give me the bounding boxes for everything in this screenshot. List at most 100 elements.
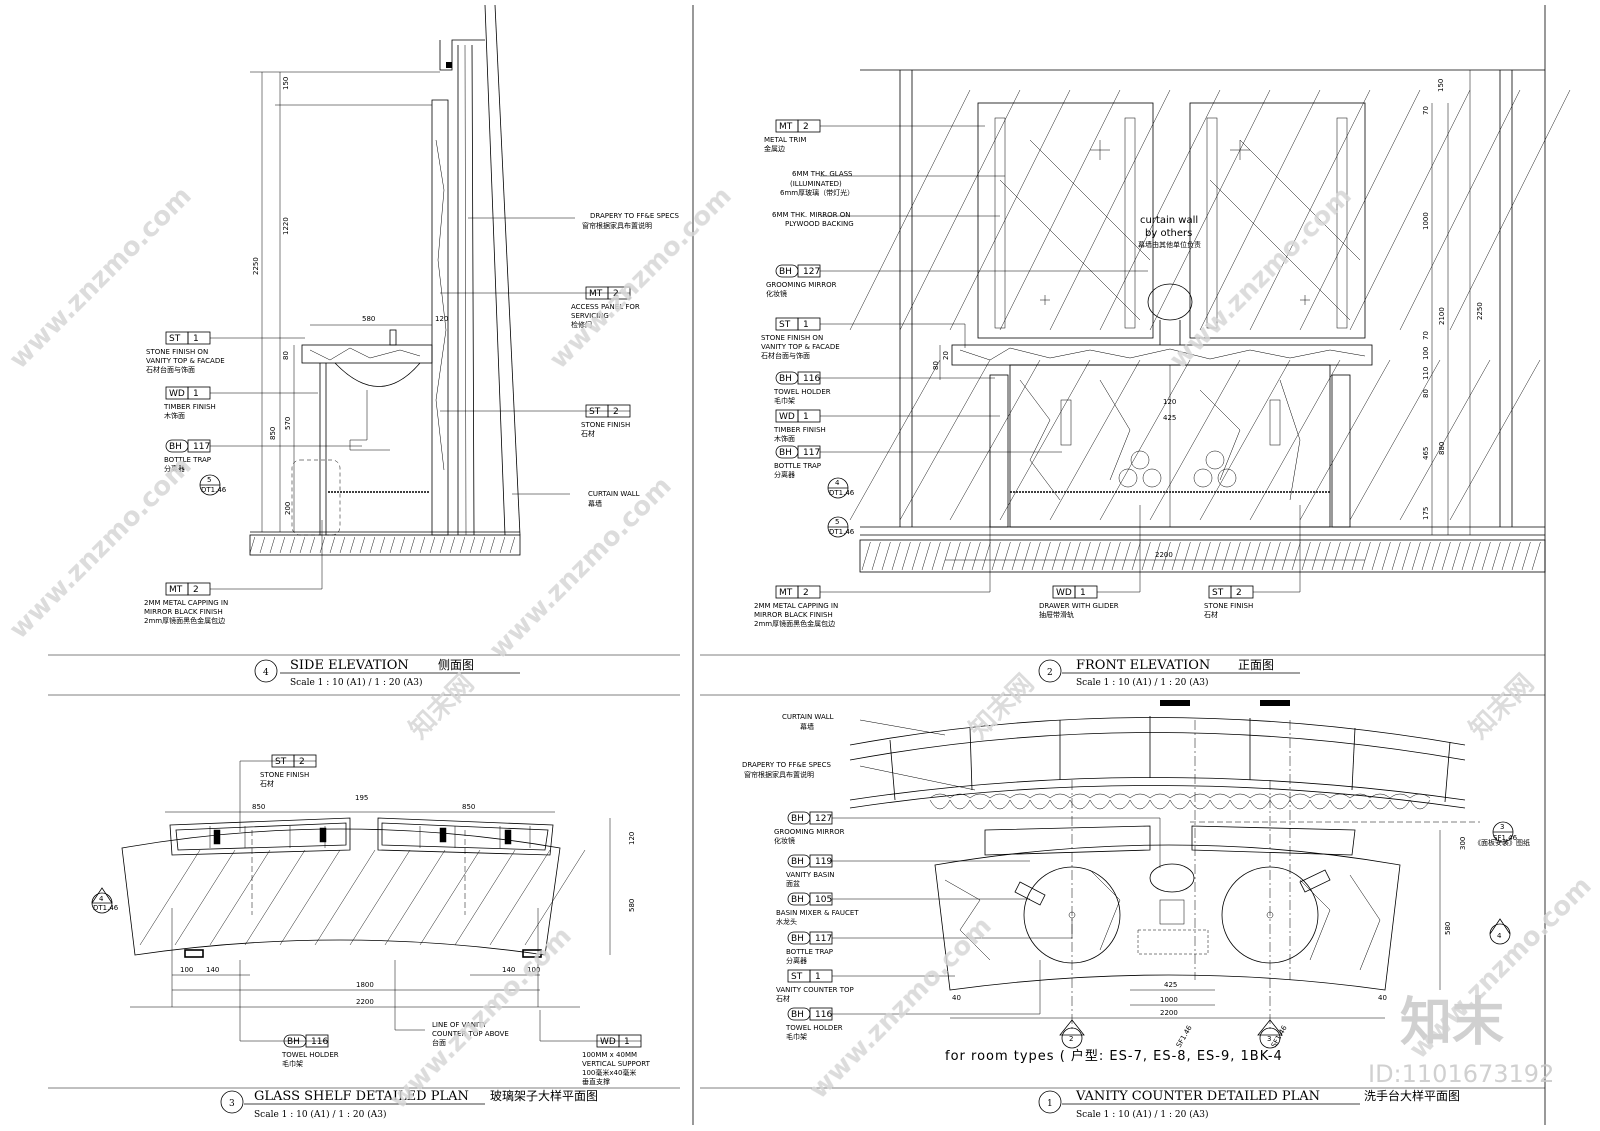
shelf-dim-850b: 850 <box>462 803 475 811</box>
watermark-site-1: www.znzmo.com <box>4 181 198 375</box>
front-note-glass-1: 6MM THK. GLASS <box>792 170 853 178</box>
counter-dim-1000: 1000 <box>1160 996 1178 1004</box>
tag-description: 金属边 <box>764 144 785 153</box>
front-dim-80b: 80 <box>932 361 940 370</box>
front-notes: 6MM THK. GLASS (ILLUMINATED) 6mm厚玻璃（带灯光）… <box>772 170 1201 249</box>
tag-description: STONE FINISH <box>581 421 630 429</box>
tag-code: ST <box>1212 588 1224 598</box>
tag-code: BH <box>287 1037 300 1047</box>
tag-number: 1 <box>803 320 809 330</box>
front-mark-1-num: 4 <box>835 479 840 487</box>
counter-dim-580: 580 <box>1444 922 1452 935</box>
watermark-site-2: www.znzmo.com <box>544 181 738 375</box>
shelf-dim-1800: 1800 <box>356 981 374 989</box>
front-note-mirror-2: PLYWOOD BACKING <box>785 220 854 228</box>
side-dim-570: 570 <box>284 417 292 430</box>
front-dim-20: 20 <box>942 351 950 360</box>
title-front-text: FRONT ELEVATION <box>1076 658 1210 673</box>
watermark-logo: 知末 <box>1400 993 1504 1053</box>
watermark-brand-2: 知末网 <box>964 669 1040 745</box>
front-dim-1000: 1000 <box>1422 212 1430 230</box>
side-dimensions: 150 1220 2250 580 120 80 850 570 200 <box>252 77 448 515</box>
tag-description: GROOMING MIRROR <box>766 281 837 289</box>
tag-description: VANITY TOP & FACADE <box>761 343 840 351</box>
tag-description: TOWEL HOLDER <box>773 388 831 396</box>
title-front: 2 FRONT ELEVATION 正面图 Scale 1 : 10 (A1) … <box>1038 658 1300 688</box>
tag-description: TOWEL HOLDER <box>281 1051 339 1059</box>
title-shelf-num: 3 <box>229 1099 235 1109</box>
shelf-dim-2200: 2200 <box>356 998 374 1006</box>
tag-description: STONE FINISH ON <box>146 348 208 356</box>
tag-number: 117 <box>815 934 832 944</box>
tag-description: 化妆镜 <box>766 289 787 298</box>
tag-description: TIMBER FINISH <box>773 426 826 434</box>
tag-code: MT <box>589 289 603 299</box>
tag-description: MIRROR BLACK FINISH <box>754 611 833 619</box>
watermark-site-6: www.znzmo.com <box>384 921 578 1115</box>
side-dim-200: 200 <box>284 502 292 515</box>
tag-number: 2 <box>299 757 305 767</box>
tag-description: 木饰面 <box>774 434 795 443</box>
side-mark-ref: DT1.46 <box>201 486 227 494</box>
tag-number: 2 <box>803 588 809 598</box>
title-counter-num: 1 <box>1047 1099 1053 1109</box>
tag-code: BH <box>779 267 792 277</box>
title-side-text: SIDE ELEVATION <box>290 658 409 673</box>
title-side-scale: Scale 1 : 10 (A1) / 1 : 20 (A3) <box>290 677 422 688</box>
title-front-num: 2 <box>1047 668 1053 678</box>
side-elevation-drawing <box>249 4 521 556</box>
watermark-site-7: www.znzmo.com <box>804 911 998 1105</box>
tag-number: 2 <box>193 585 199 595</box>
glass-shelf-drawing <box>121 811 611 1008</box>
tag-description: 2MM METAL CAPPING IN <box>144 599 228 607</box>
title-side: 4 SIDE ELEVATION 侧面图 Scale 1 : 10 (A1) /… <box>254 658 520 688</box>
tag-number: 1 <box>1080 588 1086 598</box>
front-mark-1-ref: DT1.46 <box>829 489 855 497</box>
tag-code: MT <box>779 588 793 598</box>
watermark-site-3: www.znzmo.com <box>1164 181 1358 375</box>
tag-number: 127 <box>815 814 832 824</box>
side-note-curtain-2: 幕墙 <box>588 499 602 508</box>
shelf-dimensions: 850 195 850 120 580 100 140 140 100 1800… <box>180 794 636 1006</box>
title-front-scale: Scale 1 : 10 (A1) / 1 : 20 (A3) <box>1076 677 1208 688</box>
tag-code: MT <box>779 122 793 132</box>
tag-description: 2MM METAL CAPPING IN <box>754 602 838 610</box>
tag-number: 119 <box>815 857 832 867</box>
front-note-glass-3: 6mm厚玻璃（带灯光） <box>780 188 854 197</box>
watermark-brand-3: 知末网 <box>1464 669 1540 745</box>
tag-code: ST <box>169 334 181 344</box>
front-dim-175: 175 <box>1422 507 1430 520</box>
tag-number: 1 <box>193 334 199 344</box>
tag-code: ST <box>275 757 287 767</box>
front-note-mirror-1: 6MM THK. MIRROR ON <box>772 211 851 219</box>
tag-number: 117 <box>193 442 210 452</box>
tag-description: 毛巾架 <box>282 1059 303 1068</box>
shelf-mark-num: 4 <box>99 895 104 903</box>
side-note-drapery-1: DRAPERY TO FF&E SPECS <box>590 212 679 220</box>
counter-dim-40b: 40 <box>1378 994 1387 1002</box>
tag-description: TOWEL HOLDER <box>785 1024 843 1032</box>
shelf-mark-ref: DT1.46 <box>93 904 119 912</box>
counter-mark-4-num: 3 <box>1500 823 1504 831</box>
tag-code: ST <box>791 972 803 982</box>
tag-description: 2mm厚镜面黑色金属包边 <box>754 619 835 628</box>
title-counter: 1 VANITY COUNTER DETAILED PLAN 洗手台大样平面图 … <box>1038 1088 1460 1120</box>
sheet-frame <box>48 5 1546 1125</box>
tag-description: 石材台面与饰面 <box>761 351 810 360</box>
front-curtain-note-2: by others <box>1145 228 1192 239</box>
title-shelf: 3 GLASS SHELF DETAILED PLAN 玻璃架子大样平面图 Sc… <box>220 1088 598 1120</box>
counter-note-curtain-2: 幕墙 <box>800 722 814 731</box>
front-dim-70a: 70 <box>1422 106 1430 115</box>
counter-mark-2-num: 3 <box>1267 1035 1271 1043</box>
tag-code: BH <box>791 814 804 824</box>
counter-mark-3-num: 4 <box>1497 932 1502 940</box>
